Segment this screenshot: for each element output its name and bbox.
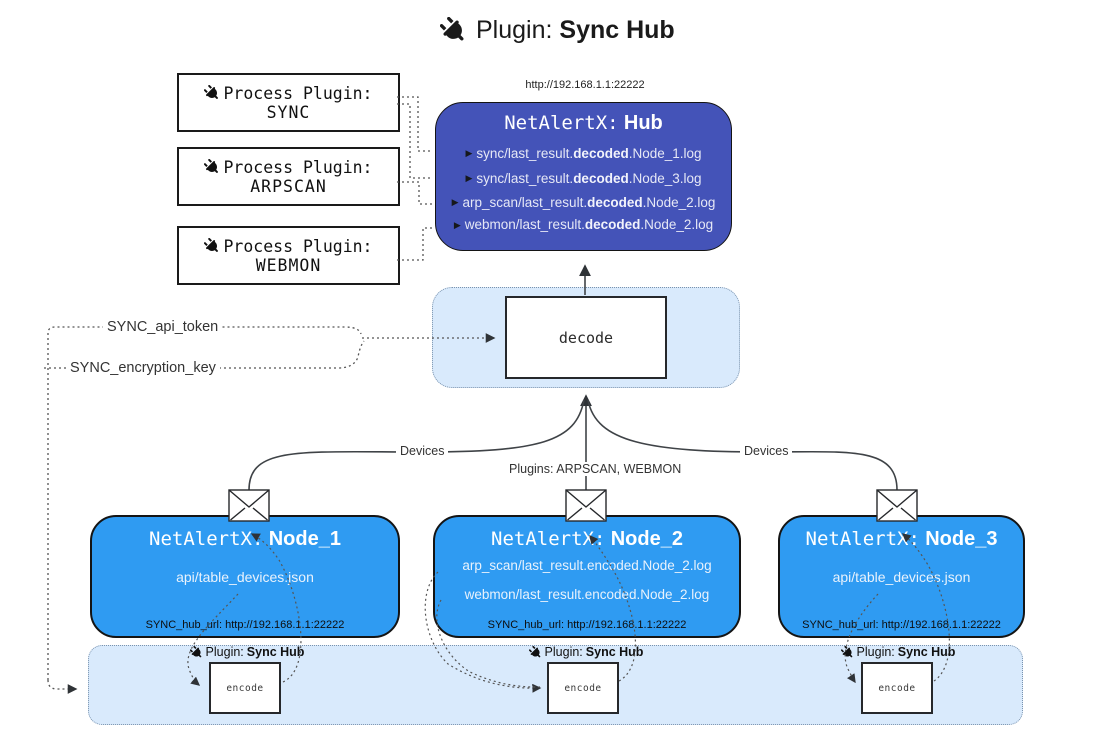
title-name: Sync Hub: [559, 16, 675, 44]
process-plugin-box-sync: Process Plugin: SYNC: [177, 73, 400, 132]
encoder-plugin-label: Plugin: Sync Hub: [167, 645, 327, 659]
node-file: api/table_devices.json: [832, 569, 971, 585]
plugins-label: Plugins: ARPSCAN, WEBMON: [505, 462, 686, 476]
node-name: Node_1: [268, 528, 341, 550]
hub-url-label: http://192.168.1.1:22222: [525, 79, 645, 91]
log-post: .Node_2.log: [642, 195, 716, 210]
node-box-node-3: NetAlertX: Node_3 api/table_devices.json…: [778, 515, 1025, 638]
log-pre: arp_scan/last_result.: [462, 195, 588, 210]
log-bold: decoded: [573, 171, 629, 186]
node-box-node-2: NetAlertX: Node_2 arp_scan/last_result.e…: [433, 515, 741, 638]
arrow-bullet-icon: ▶: [465, 148, 473, 158]
hub-name-prefix: NetAlertX:: [504, 112, 619, 134]
encoder-plugin-name: Sync Hub: [585, 645, 644, 659]
plug-icon: [440, 17, 467, 44]
hub-name: Hub: [623, 112, 663, 134]
process-plugin-label: Process Plugin:: [223, 83, 373, 103]
encode-box: encode: [861, 662, 933, 714]
node-title: NetAlertX: Node_1: [149, 528, 341, 551]
hub-log-row: ▶sync/last_result.decoded.Node_1.log: [465, 141, 701, 166]
log-post: .Node_1.log: [628, 146, 702, 161]
sync-api-token-label: SYNC_api_token: [103, 319, 223, 335]
node-file: api/table_devices.json: [176, 569, 314, 585]
process-plugin-name: WEBMON: [255, 255, 322, 275]
plug-icon: [204, 85, 220, 101]
encoder-plugin-prefix: Plugin:: [856, 645, 895, 659]
hub-box: NetAlertX: Hub ▶sync/last_result.decoded…: [435, 102, 732, 251]
node-file: webmon/last_result.encoded.Node_2.log: [464, 587, 710, 602]
node-name-prefix: NetAlertX:: [149, 528, 264, 550]
arrow-bullet-icon: ▶: [451, 197, 459, 207]
plug-icon: [190, 646, 203, 659]
sync-encryption-key-label: SYNC_encryption_key: [66, 360, 220, 376]
process-plugin-name: SYNC: [266, 102, 311, 122]
process-plugin-box-webmon: Process Plugin: WEBMON: [177, 226, 400, 285]
encoder-plugin-label: Plugin: Sync Hub: [506, 645, 666, 659]
page-title: Plugin: Sync Hub: [440, 16, 675, 45]
log-bold: decoded: [584, 217, 641, 232]
node-hub-url: SYNC_hub_url: http://192.168.1.1:22222: [802, 619, 1001, 631]
node-name-prefix: NetAlertX:: [805, 528, 920, 550]
process-plugin-name: ARPSCAN: [250, 176, 327, 196]
process-plugin-label: Process Plugin:: [223, 236, 373, 256]
encoder-plugin-name: Sync Hub: [246, 645, 305, 659]
process-to-hub-links: [397, 96, 432, 261]
log-bold: decoded: [587, 195, 643, 210]
log-post: .Node_3.log: [628, 171, 702, 186]
log-pre: sync/last_result.: [476, 171, 574, 186]
devices-label-left: Devices: [396, 444, 449, 458]
hub-title: NetAlertX: Hub: [504, 112, 663, 135]
log-pre: webmon/last_result.: [464, 217, 585, 232]
title-prefix: Plugin:: [476, 16, 553, 44]
encoder-plugin-label: Plugin: Sync Hub: [818, 645, 978, 659]
plug-icon: [529, 646, 542, 659]
encode-box: encode: [547, 662, 619, 714]
node-title: NetAlertX: Node_2: [491, 528, 683, 551]
node-title: NetAlertX: Node_3: [806, 528, 998, 551]
hub-log-row: ▶sync/last_result.decoded.Node_3.log: [465, 166, 701, 191]
encode-box: encode: [209, 662, 281, 714]
hub-log-row: ▶webmon/last_result.decoded.Node_2.log: [454, 214, 713, 236]
arrow-bullet-icon: ▶: [465, 173, 473, 183]
node-name: Node_2: [610, 528, 683, 550]
node-name: Node_3: [925, 528, 998, 550]
log-bold: decoded: [573, 146, 629, 161]
plug-icon: [204, 159, 220, 175]
plug-icon: [204, 238, 220, 254]
process-plugin-box-arpscan: Process Plugin: ARPSCAN: [177, 147, 400, 206]
node-name-prefix: NetAlertX:: [491, 528, 606, 550]
node-hub-url: SYNC_hub_url: http://192.168.1.1:22222: [145, 619, 345, 631]
devices-label-right: Devices: [740, 444, 793, 458]
process-plugin-label: Process Plugin:: [223, 157, 373, 177]
node-file: arp_scan/last_result.encoded.Node_2.log: [462, 558, 712, 573]
encoder-plugin-prefix: Plugin:: [544, 645, 583, 659]
encoder-plugin-name: Sync Hub: [897, 645, 956, 659]
node-hub-url: SYNC_hub_url: http://192.168.1.1:22222: [487, 619, 687, 631]
page-title-text: Plugin: Sync Hub: [476, 16, 675, 45]
hub-log-row: ▶arp_scan/last_result.decoded.Node_2.log: [452, 191, 716, 214]
node-box-node-1: NetAlertX: Node_1 api/table_devices.json…: [90, 515, 400, 638]
log-pre: sync/last_result.: [476, 146, 574, 161]
decode-box: decode: [505, 296, 667, 379]
arrow-bullet-icon: ▶: [453, 220, 461, 230]
encoder-plugin-prefix: Plugin:: [205, 645, 244, 659]
plug-icon: [841, 646, 854, 659]
log-post: .Node_2.log: [640, 217, 714, 232]
